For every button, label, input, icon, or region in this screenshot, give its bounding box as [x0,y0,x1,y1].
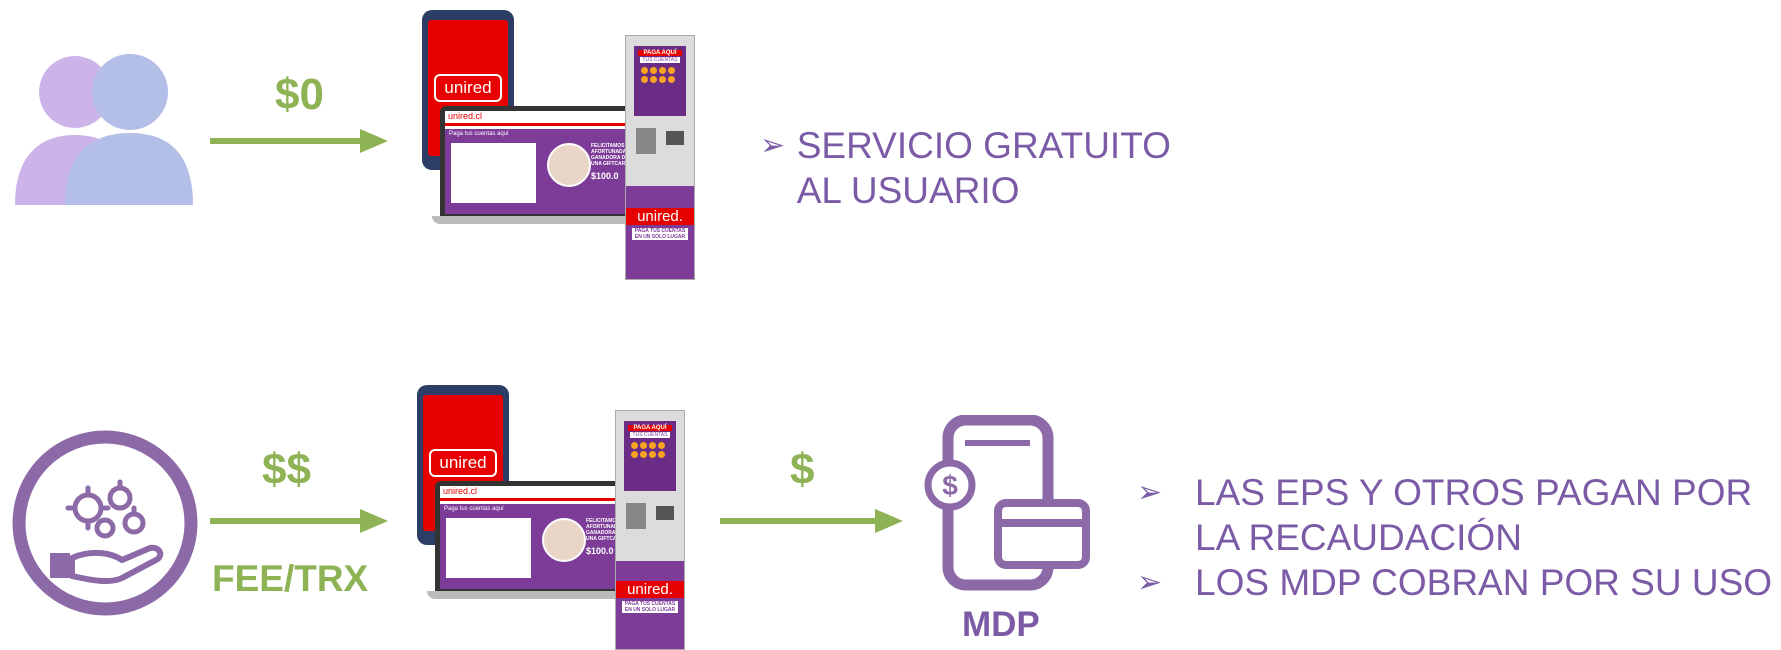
channels-illustration-2: unired unired.cl Paga tus cuentas aquí F… [415,383,705,650]
bullet-item: ➢ LAS EPS Y OTROS PAGAN POR LA RECAUDACI… [1137,470,1777,560]
kiosk-device: PAGA AQUÍ TUS CUENTAS unired. PAGA TUS C… [615,410,685,650]
web-promo: FELICITAMOS A LA AFORTUNADA GANADORA DE … [586,518,633,542]
bullet-text: LAS EPS Y OTROS PAGAN POR LA RECAUDACIÓN [1195,472,1753,558]
users-icon [15,54,193,205]
kiosk-logo: unired. [616,581,684,598]
bullet-text: SERVICIO GRATUITO AL USUARIO [796,125,1171,211]
hand-gears-icon [12,430,198,616]
kiosk-banner-2: TUS CUENTAS [640,57,680,63]
bullet-item: ➢ SERVICIO GRATUITO AL USUARIO [760,123,1180,213]
arrowhead-bullet-icon: ➢ [1137,566,1163,599]
phone-logo: unired [434,74,502,102]
bullet-text: LOS MDP COBRAN POR SU USO [1195,562,1773,603]
web-amount: $100.0 [591,171,619,181]
kiosk-banner-1: PAGA AQUÍ [628,425,672,431]
web-logo: unired.cl [445,111,640,126]
kiosk-tagline: PAGA TUS CUENTAS EN UN SOLO LUGAR [622,601,678,613]
kiosk-logo: unired. [626,208,694,225]
kiosk-banner-2: TUS CUENTAS [630,432,670,438]
channels-illustration: unired unired.cl Paga tus cuentas aquí F… [420,8,710,283]
row2-arrow2 [720,509,903,533]
web-heading: Paga tus cuentas aquí [449,131,509,137]
arrowhead-bullet-icon: ➢ [1137,476,1163,509]
row2-arrow2-label: $ [790,445,815,494]
laptop-device: unired.cl Paga tus cuentas aquí FELICITA… [432,106,653,231]
row1-bullets: ➢ SERVICIO GRATUITO AL USUARIO [760,123,1180,213]
web-heading: Paga tus cuentas aquí [444,506,504,512]
kiosk-banner-1: PAGA AQUÍ [638,50,682,56]
svg-text:$: $ [942,470,958,501]
kiosk-tagline: PAGA TUS CUENTAS EN UN SOLO LUGAR [632,228,688,240]
row2-arrow1-label: $$ [262,445,311,494]
row2-arrow1-sublabel: FEE/TRX [212,558,369,599]
mobile-payment-icon: $ [924,415,1090,591]
row1-arrow-label: $0 [275,70,324,119]
laptop-device: unired.cl Paga tus cuentas aquí FELICITA… [427,481,648,606]
phone-logo: unired [429,449,497,477]
web-logo: unired.cl [440,486,635,501]
kiosk-device: PAGA AQUÍ TUS CUENTAS unired. PAGA TUS C… [625,35,695,280]
mdp-label: MDP [962,605,1040,644]
web-promo: FELICITAMOS A LA AFORTUNADA GANADORA DE … [591,143,638,167]
web-amount: $100.0 [586,546,614,556]
row2-bullets: ➢ LAS EPS Y OTROS PAGAN POR LA RECAUDACI… [1137,470,1777,605]
bullet-item: ➢ LOS MDP COBRAN POR SU USO [1137,560,1777,605]
arrowhead-bullet-icon: ➢ [760,129,786,162]
row2-arrow1 [210,509,388,533]
row1-arrow [210,129,388,153]
